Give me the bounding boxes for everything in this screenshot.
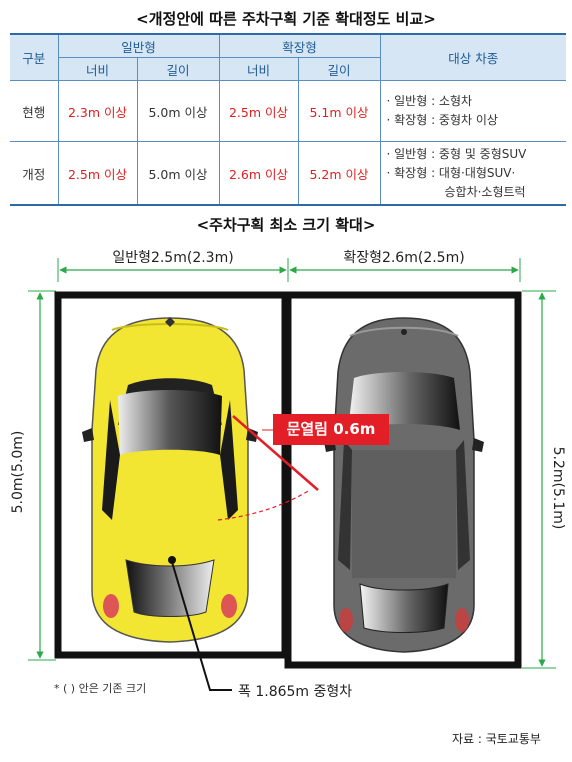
row-label: 개정 xyxy=(10,141,59,206)
parking-space-extended xyxy=(284,291,522,669)
header-category: 구분 xyxy=(10,33,59,81)
cell-ext-width: 2.5m 이상 xyxy=(218,80,299,142)
diagram-title: <주차구획 최소 크기 확대> xyxy=(196,216,376,234)
car-width-leader xyxy=(171,561,232,691)
header-ext-width: 너비 xyxy=(218,57,299,81)
vehicles-line: · 확장형 : 중형차 이상 xyxy=(386,113,498,127)
width-dimension xyxy=(57,258,521,282)
header-gen-width: 너비 xyxy=(58,57,138,81)
width-general-label: 일반형2.5m(2.3m) xyxy=(112,250,234,266)
cell-gen-length: 5.0m 이상 xyxy=(136,80,220,142)
length-dimension-extended xyxy=(522,290,556,669)
cell-gen-width: 2.3m 이상 xyxy=(57,80,138,142)
table-title: <개정안에 따른 주차구획 기준 확대정도 비교> xyxy=(136,10,436,28)
cell-vehicles: · 일반형 : 중형 및 중형SUV · 확장형 : 대형·대형SUV· 승합차… xyxy=(379,141,566,206)
vehicles-line: · 일반형 : 소형차 xyxy=(386,94,473,108)
length-general-label: 5.0m(5.0m) xyxy=(10,430,26,514)
gray-car xyxy=(324,317,484,653)
cell-gen-width: 2.5m 이상 xyxy=(57,141,138,206)
cell-vehicles: · 일반형 : 소형차 · 확장형 : 중형차 이상 xyxy=(379,80,566,142)
table-row: 현행 2.3m 이상 5.0m 이상 2.5m 이상 5.1m 이상 · 일반형… xyxy=(10,80,566,142)
header-ext-length: 길이 xyxy=(297,57,380,81)
comparison-table: 구분 일반형 확장형 대상 차종 너비 길이 너비 길이 현행 2.3m 이상 … xyxy=(10,33,566,206)
row-label: 현행 xyxy=(10,80,59,142)
door-line xyxy=(232,415,319,491)
header-extended: 확장형 xyxy=(218,33,381,58)
cell-ext-length: 5.1m 이상 xyxy=(297,80,381,142)
door-open-badge: 문열림 0.6m xyxy=(273,414,389,445)
cell-gen-length: 5.0m 이상 xyxy=(136,141,220,206)
length-dimension-general xyxy=(28,290,56,661)
width-extended-label: 확장형2.6m(2.5m) xyxy=(343,250,465,266)
vehicles-line: · 확장형 : 대형·대형SUV· xyxy=(386,165,516,180)
car-width-label: 폭 1.865m 중형차 xyxy=(238,684,353,700)
cell-ext-length: 5.2m 이상 xyxy=(297,141,381,206)
door-arc xyxy=(217,489,311,521)
vehicles-line: 승합차·소형트럭 xyxy=(444,184,526,199)
length-extended-label: 5.2m(5.1m) xyxy=(550,446,566,530)
size-note: * ( ) 안은 기존 크기 xyxy=(54,682,147,695)
yellow-car xyxy=(82,317,258,643)
source-label: 자료 : 국토교통부 xyxy=(452,732,541,746)
header-vehicles: 대상 차종 xyxy=(379,33,566,81)
cell-ext-width: 2.6m 이상 xyxy=(218,141,299,206)
table-row: 개정 2.5m 이상 5.0m 이상 2.6m 이상 5.2m 이상 · 일반형… xyxy=(10,141,566,206)
vehicles-line: · 일반형 : 중형 및 중형SUV xyxy=(386,146,527,161)
